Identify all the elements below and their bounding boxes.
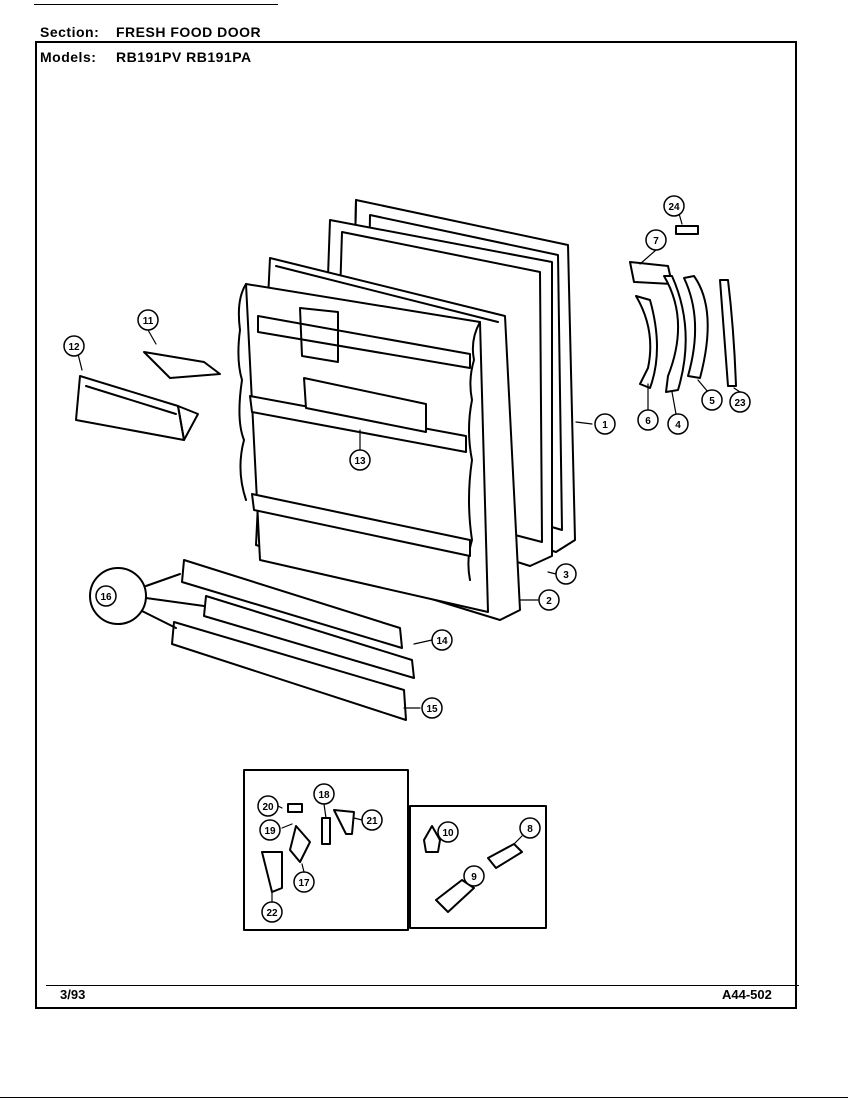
callout-10: 10 xyxy=(437,821,459,843)
svg-text:14: 14 xyxy=(436,636,448,647)
svg-text:11: 11 xyxy=(143,316,154,327)
callout-13: 13 xyxy=(349,449,371,471)
svg-text:2: 2 xyxy=(546,596,552,607)
svg-text:19: 19 xyxy=(264,826,276,837)
svg-text:23: 23 xyxy=(734,398,746,409)
models-header: Models: RB191PV RB191PA xyxy=(40,49,252,65)
callout-17: 17 xyxy=(293,871,315,893)
svg-text:12: 12 xyxy=(68,342,80,353)
callout-2: 2 xyxy=(538,589,560,611)
callout-6: 6 xyxy=(637,409,659,431)
butter-door xyxy=(143,351,221,379)
callout-24: 24 xyxy=(663,195,685,217)
svg-text:20: 20 xyxy=(262,802,274,813)
callout-23: 23 xyxy=(729,391,751,413)
svg-text:18: 18 xyxy=(318,790,330,801)
callout-markers: 1 2 3 4 5 6 7 8 9 10 11 12 13 14 15 16 1… xyxy=(63,195,751,923)
top-rule xyxy=(34,4,278,5)
svg-text:13: 13 xyxy=(354,456,366,467)
footer-rule xyxy=(46,985,799,986)
diagram-code: A44-502 xyxy=(722,987,772,1002)
svg-text:10: 10 xyxy=(442,828,454,839)
models-value: RB191PV RB191PA xyxy=(116,49,252,65)
callout-8: 8 xyxy=(519,817,541,839)
svg-text:21: 21 xyxy=(366,816,378,827)
svg-text:5: 5 xyxy=(709,396,715,407)
diagram-frame xyxy=(35,41,797,1009)
section-label: Section: xyxy=(40,24,100,40)
inset-box-left xyxy=(243,769,409,931)
svg-text:24: 24 xyxy=(668,202,680,213)
hinge-parts xyxy=(629,225,737,393)
svg-text:22: 22 xyxy=(266,908,278,919)
svg-text:16: 16 xyxy=(100,592,112,603)
callout-15: 15 xyxy=(421,697,443,719)
callout-21: 21 xyxy=(361,809,383,831)
callout-14: 14 xyxy=(431,629,453,651)
callout-22: 22 xyxy=(261,901,283,923)
callout-11: 11 xyxy=(137,309,159,331)
callout-4: 4 xyxy=(667,413,689,435)
section-header: Section: FRESH FOOD DOOR xyxy=(40,24,261,40)
svg-text:7: 7 xyxy=(653,236,659,247)
section-value: FRESH FOOD DOOR xyxy=(116,24,262,40)
callout-9: 9 xyxy=(463,865,485,887)
svg-text:3: 3 xyxy=(563,570,569,581)
callout-1: 1 xyxy=(594,413,616,435)
inset-box-right xyxy=(409,805,547,929)
door-shelves xyxy=(237,283,489,613)
svg-text:15: 15 xyxy=(426,704,438,715)
models-label: Models: xyxy=(40,49,97,65)
svg-text:1: 1 xyxy=(602,420,608,431)
callout-3: 3 xyxy=(555,563,577,585)
callout-16: 16 xyxy=(95,585,117,607)
callout-18: 18 xyxy=(313,783,335,805)
svg-text:4: 4 xyxy=(675,420,681,431)
revision-date: 3/93 xyxy=(60,987,86,1002)
svg-text:9: 9 xyxy=(471,872,477,883)
callout-7: 7 xyxy=(645,229,667,251)
callout-5: 5 xyxy=(701,389,723,411)
svg-text:8: 8 xyxy=(527,824,533,835)
bottom-rule xyxy=(0,1097,848,1098)
door-bars xyxy=(139,559,415,721)
butter-compartment xyxy=(75,375,199,441)
callout-20: 20 xyxy=(257,795,279,817)
svg-text:17: 17 xyxy=(298,878,310,889)
detail-zoom-circle xyxy=(89,567,147,625)
svg-text:6: 6 xyxy=(645,416,651,427)
callout-12: 12 xyxy=(63,335,85,357)
callout-19: 19 xyxy=(259,819,281,841)
